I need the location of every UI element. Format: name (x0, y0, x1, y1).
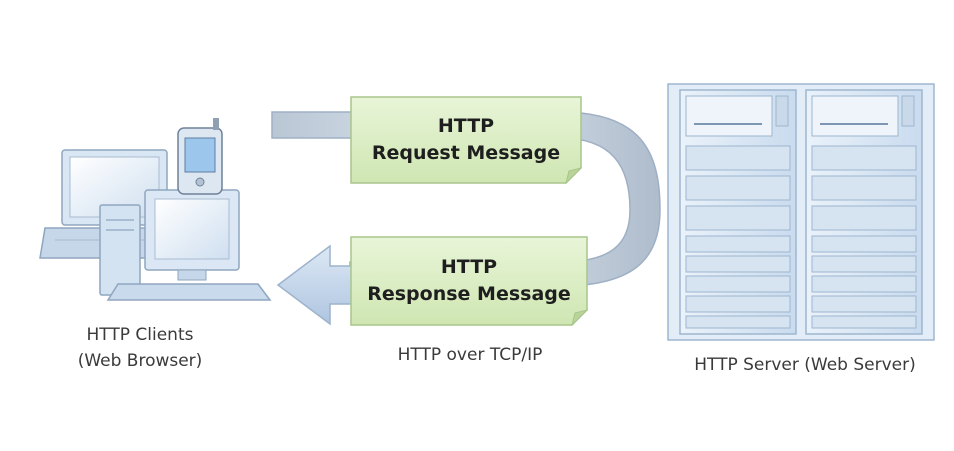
monitor-icon (144, 189, 240, 281)
rack-unit (685, 255, 791, 273)
rack-unit (811, 295, 917, 313)
tower-icon (99, 204, 141, 296)
request-message-note: HTTP Request Message (350, 96, 582, 184)
phone-icon (177, 118, 223, 195)
drive-bay (685, 95, 773, 137)
rack-unit (685, 175, 791, 201)
rack-unit (685, 205, 791, 231)
keyboard-icon (106, 283, 272, 301)
response-message-note: HTTP Response Message (350, 236, 588, 326)
clients-caption: HTTP Clients (Web Browser) (45, 322, 235, 374)
rack-unit (685, 295, 791, 313)
note-shape (350, 236, 588, 326)
rack-unit (811, 255, 917, 273)
rack-unit (811, 315, 917, 329)
rack-unit (811, 145, 917, 171)
rack-unit (685, 275, 791, 293)
server-icon (667, 83, 935, 341)
clients-caption-line-1: HTTP Clients (86, 325, 194, 345)
rack-unit (811, 275, 917, 293)
note-shape (350, 96, 582, 184)
transport-caption: HTTP over TCP/IP (397, 345, 543, 365)
response-line-2: Response Message (367, 283, 571, 305)
rack-unit (811, 175, 917, 201)
rack-unit (811, 235, 917, 253)
response-line-1: HTTP (440, 256, 498, 278)
rack-unit (685, 315, 791, 329)
rack-unit (685, 145, 791, 171)
drive-bay (811, 95, 899, 137)
rack-handle (775, 95, 789, 127)
server-caption: HTTP Server (Web Server) (694, 355, 916, 375)
rack-unit (685, 235, 791, 253)
clients-icon (39, 118, 272, 301)
clients-caption-line-2: (Web Browser) (77, 351, 203, 371)
request-line-2: Request Message (371, 142, 561, 164)
rack-unit (811, 205, 917, 231)
rack-handle (901, 95, 915, 127)
request-line-1: HTTP (437, 115, 495, 137)
